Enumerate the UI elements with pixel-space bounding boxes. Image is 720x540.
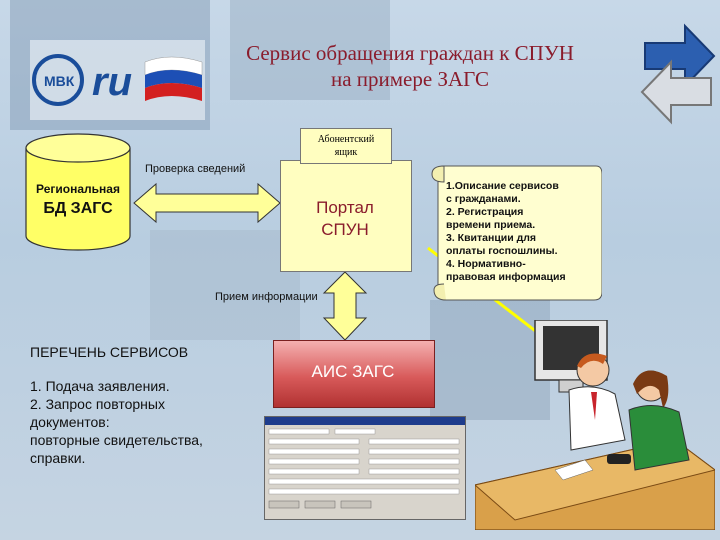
scroll-text: 1.Описание сервисов с гражданами. 2. Рег… xyxy=(446,180,596,284)
receive-edge-label: Прием информации xyxy=(215,291,318,303)
title-line2: на примере ЗАГС xyxy=(330,67,490,91)
services-list-item: 2. Запрос повторных xyxy=(30,396,165,412)
check-edge-label: Проверка сведений xyxy=(145,163,246,175)
scroll-item: правовая информация xyxy=(446,271,566,283)
services-list-item: 1. Подача заявления. xyxy=(30,378,170,394)
scroll-item: оплаты госпошлины. xyxy=(446,245,558,257)
operators-illustration xyxy=(475,320,715,530)
abonent-box: Абонентский ящик xyxy=(300,128,392,164)
scroll-item: 4. Нормативно- xyxy=(446,258,526,270)
ais-zags-label: АИС ЗАГС xyxy=(311,362,395,381)
scroll-item: 2. Регистрация xyxy=(446,206,524,218)
scroll-item: времени приема. xyxy=(446,219,536,231)
abonent-line1: Абонентский xyxy=(317,134,375,145)
receive-double-arrow xyxy=(322,271,368,341)
portal-line1: Портал xyxy=(316,198,374,217)
svg-text:ru: ru xyxy=(92,60,132,104)
ais-form-screenshot xyxy=(264,416,466,520)
scroll-item: с гражданами. xyxy=(446,193,521,205)
portal-label: Портал СПУН xyxy=(280,197,410,241)
title-line1: Сервис обращения граждан к СПУН xyxy=(246,41,574,65)
exchange-arrows-icon xyxy=(640,23,716,125)
services-list-item: справки. xyxy=(30,450,86,466)
portal-box xyxy=(280,160,412,272)
services-list-title: ПЕРЕЧЕНЬ СЕРВИСОВ xyxy=(30,344,189,360)
scroll-item: 1.Описание сервисов xyxy=(446,180,559,192)
services-scroll xyxy=(431,165,602,301)
db-label-region: Региональная xyxy=(36,182,120,196)
services-list-item: документов: xyxy=(30,414,110,430)
db-label-zags: БД ЗАГС xyxy=(43,200,113,217)
abonent-line2: ящик xyxy=(334,147,358,158)
database-cylinder xyxy=(25,133,131,251)
svg-text:МВК: МВК xyxy=(44,73,75,89)
mvk-ru-logo: МВК ru xyxy=(30,40,205,120)
check-double-arrow xyxy=(133,182,281,224)
services-list-item: повторные свидетельства, xyxy=(30,432,203,448)
portal-line2: СПУН xyxy=(321,220,369,239)
ais-zags-box xyxy=(273,340,435,408)
page-title: Сервис обращения граждан к СПУН на приме… xyxy=(190,40,630,92)
scroll-item: 3. Квитанции для xyxy=(446,232,537,244)
